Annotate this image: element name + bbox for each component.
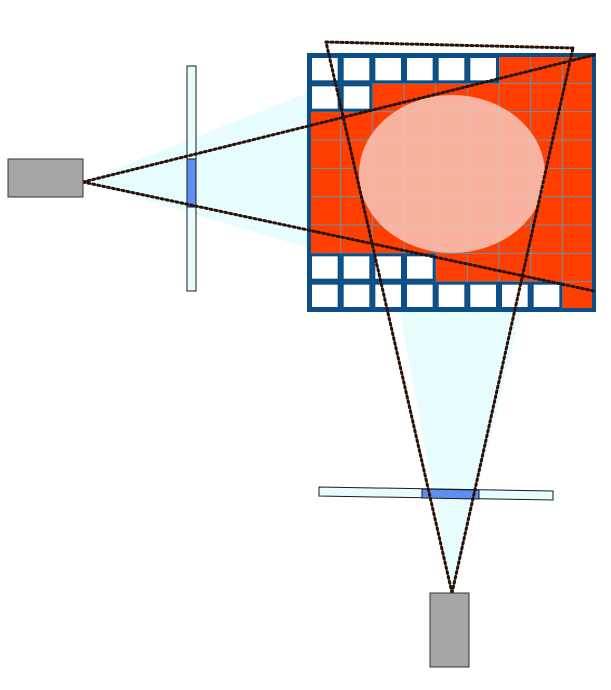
grid-cell-outline — [372, 253, 405, 282]
grid-cell-empty — [340, 253, 373, 282]
bottom-camera-icon — [429, 592, 470, 668]
grid-cell-outline — [340, 253, 373, 282]
grid-cell-filled — [309, 168, 341, 197]
grid-cell-empty — [372, 55, 404, 84]
grid-cell-empty — [467, 55, 499, 84]
bottom-projection-cone — [399, 308, 522, 593]
grid-cell-filled — [562, 196, 594, 225]
grid-cell-empty — [309, 281, 341, 310]
bottom-screen — [318, 486, 554, 501]
grid-cell-empty — [340, 281, 373, 310]
grid-cell-empty — [372, 281, 404, 310]
grid-cell-empty — [404, 55, 436, 84]
left-camera-icon — [7, 158, 84, 198]
bottom-ray-right — [450, 46, 575, 595]
grid-cell-filled — [562, 83, 594, 112]
projection-rays — [81, 40, 596, 595]
grid-cell-filled — [309, 196, 341, 225]
grid-cell-empty — [309, 253, 341, 282]
grid-cell-empty — [309, 83, 341, 112]
grid-cell-empty — [435, 55, 468, 84]
grid-cell-filled — [309, 111, 341, 140]
grid-cell-empty — [340, 83, 373, 112]
grid-cell-empty — [435, 281, 468, 310]
grid-cell-filled — [562, 140, 594, 169]
grid-cell-empty — [467, 281, 499, 310]
grid-cell-filled — [562, 111, 594, 140]
grid-border — [307, 53, 596, 312]
object-ellipse — [359, 95, 545, 253]
grid-cell-empty — [404, 281, 436, 310]
left-ray-top — [81, 53, 596, 184]
grid-cell-empty — [340, 55, 373, 84]
grid-cell-filled — [530, 225, 563, 254]
left-screen — [186, 65, 197, 292]
top-ray-connector — [324, 40, 575, 50]
bottom-screen-aperture — [421, 488, 480, 500]
grid-cell-filled — [562, 225, 594, 254]
grid-cell-filled — [499, 55, 531, 84]
grid-cell-outline — [340, 83, 373, 112]
grid-cell-filled — [530, 83, 563, 112]
grid-cell-filled — [530, 253, 563, 282]
grid-cell-empty — [530, 281, 563, 310]
left-screen-aperture — [186, 158, 197, 208]
grid-cell-filled — [499, 83, 531, 112]
bottom-ray-left — [324, 40, 454, 595]
grid-cell-empty — [404, 253, 436, 282]
grid-cell-filled — [309, 140, 341, 169]
grid-cell-filled — [562, 168, 594, 197]
grid-cell-filled — [562, 253, 594, 282]
grid-cell-filled — [309, 225, 341, 254]
left-ray-bottom — [81, 180, 596, 293]
